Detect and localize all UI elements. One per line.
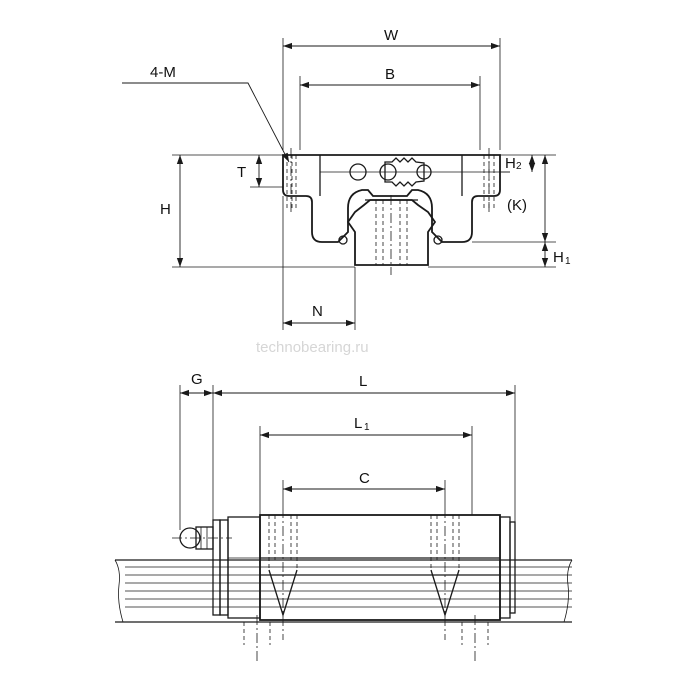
- label-l: L: [359, 373, 367, 390]
- grease-nipple-side: [172, 526, 232, 550]
- carriage-side: [212, 514, 516, 621]
- rail-profile: [346, 199, 437, 266]
- grease-nipple: [384, 157, 425, 187]
- watermark: technobearing.ru: [256, 339, 369, 356]
- label-h1-sub: 1: [565, 256, 571, 267]
- end-view-dimensions: [122, 38, 556, 330]
- label-h2-sub: 2: [516, 161, 522, 172]
- label-c: C: [359, 470, 370, 487]
- rail-side: [114, 559, 573, 623]
- side-view-dimensions: [179, 385, 516, 530]
- bolt-right: [430, 508, 460, 640]
- dimension-labels: W B 4-M T H H 2 (K) H 1 N G L L 1 C: [150, 27, 571, 487]
- label-h: H: [160, 201, 171, 218]
- label-l1: L: [354, 415, 362, 432]
- label-b: B: [385, 66, 395, 83]
- label-g: G: [191, 371, 203, 388]
- label-l1-sub: 1: [364, 422, 370, 433]
- side-view: [114, 508, 573, 662]
- label-t: T: [237, 164, 246, 181]
- carriage-outline: [282, 154, 501, 243]
- label-w: W: [384, 27, 399, 44]
- label-h2: H: [505, 155, 516, 172]
- end-view: [282, 148, 510, 275]
- label-n: N: [312, 303, 323, 320]
- label-h1: H: [553, 249, 564, 266]
- label-4m: 4-M: [150, 64, 176, 81]
- label-k: (K): [507, 197, 527, 214]
- bolt-left: [268, 508, 298, 640]
